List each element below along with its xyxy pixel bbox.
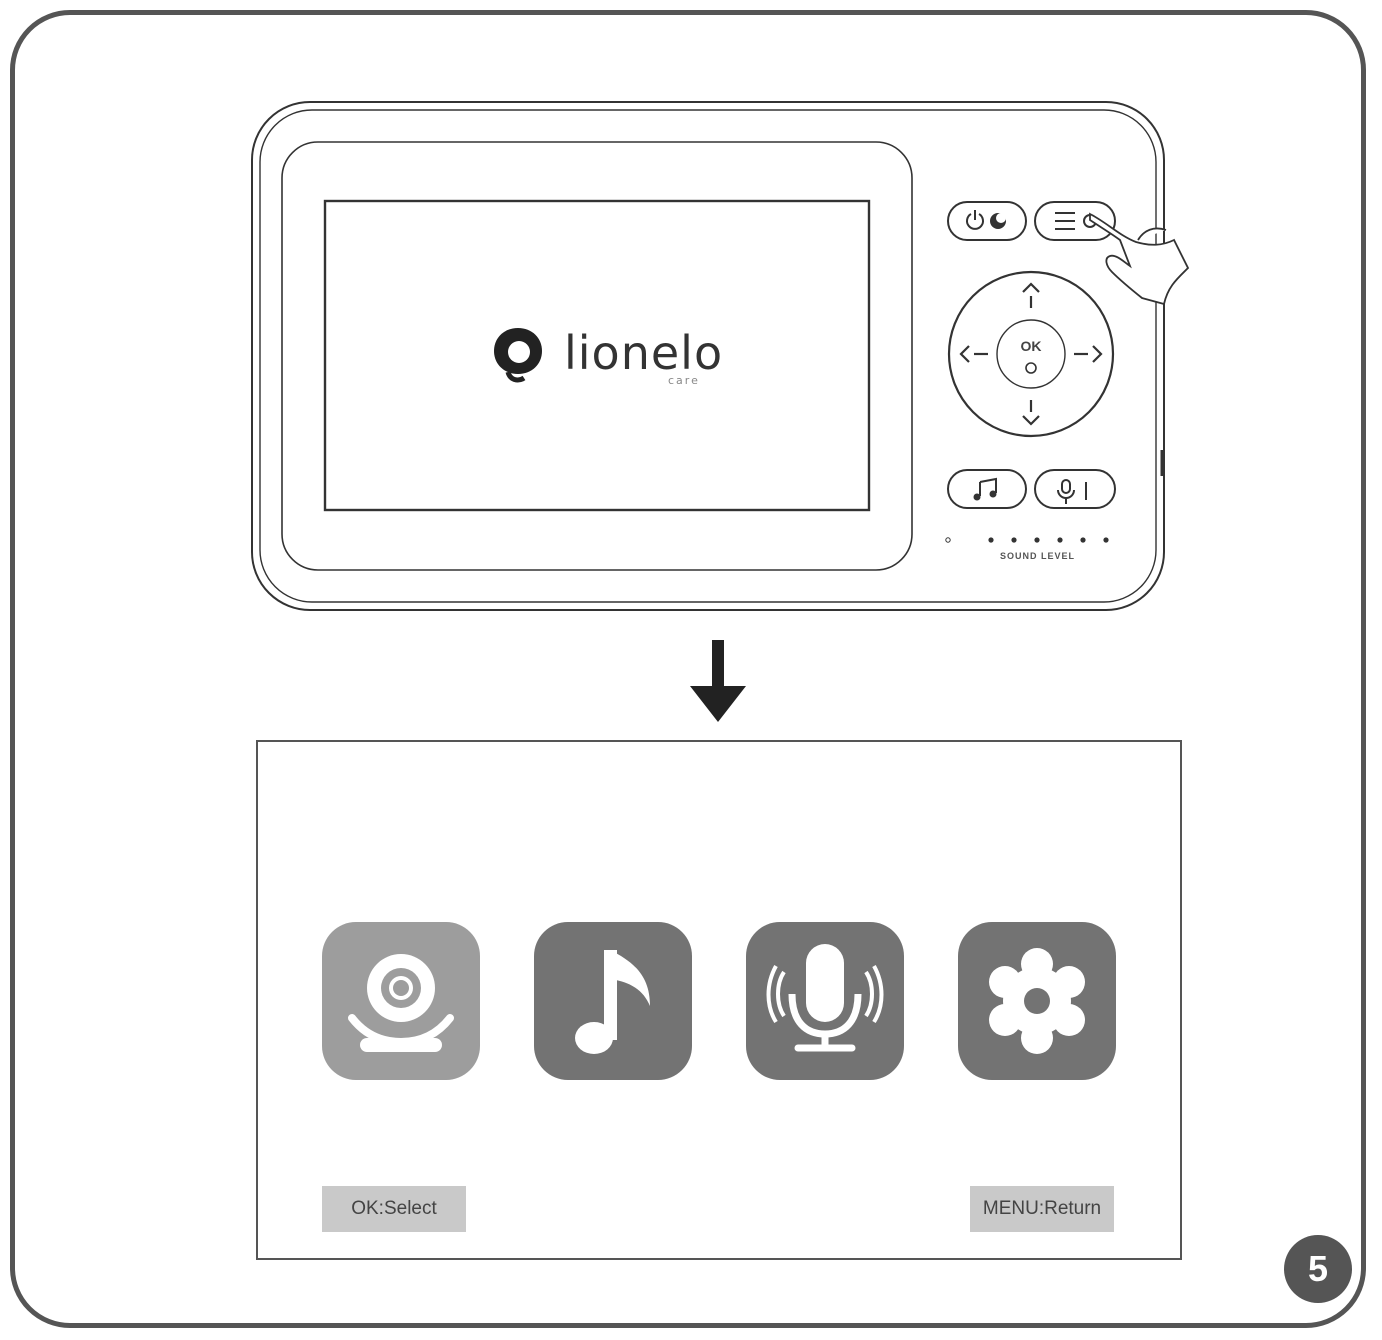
dpad-arrows xyxy=(959,282,1103,426)
lullaby-button xyxy=(947,469,1027,509)
lionelo-logo-icon xyxy=(494,328,542,383)
menu-item-camera[interactable] xyxy=(322,922,480,1080)
ok-select-hint: OK:Select xyxy=(322,1186,466,1232)
ok-button xyxy=(996,319,1066,389)
left-arrow-icon xyxy=(959,345,970,363)
ok-button-label: OK xyxy=(1020,338,1042,354)
logo-subtext: care xyxy=(668,374,700,387)
down-arrow-icon xyxy=(690,640,746,722)
page-number-badge: 5 xyxy=(1284,1235,1352,1303)
baby-monitor-device xyxy=(251,101,1190,611)
settings-gear-icon xyxy=(989,948,1085,1054)
list-icon xyxy=(1055,212,1075,230)
power-icon xyxy=(966,210,984,230)
screen-bezel xyxy=(281,141,913,571)
music-icon xyxy=(973,477,997,501)
illustration-frame xyxy=(10,10,1366,1328)
talk-button xyxy=(1034,469,1116,509)
logo-wordmark: lionelo xyxy=(564,326,724,380)
down-arrow-icon xyxy=(1022,415,1040,426)
menu-screen: OK:Select MENU:Return xyxy=(256,740,1182,1260)
music-note-icon xyxy=(575,950,650,1054)
camera-icon xyxy=(348,954,454,1052)
menu-return-hint: MENU:Return xyxy=(970,1186,1114,1232)
dpad-ring xyxy=(947,270,1115,438)
power-button xyxy=(947,201,1027,241)
sound-level-label: SOUND LEVEL xyxy=(1000,551,1076,561)
menu-item-lullaby[interactable] xyxy=(534,922,692,1080)
device-screen xyxy=(323,199,871,512)
mic-volume-icon xyxy=(1057,479,1087,504)
device-body-outline xyxy=(251,101,1165,611)
menu-item-settings[interactable] xyxy=(958,922,1116,1080)
microphone-icon xyxy=(766,944,884,1052)
hand-pointer-illustration xyxy=(1089,212,1190,306)
menu-button xyxy=(1034,201,1116,241)
sound-level-leds xyxy=(945,537,1109,543)
menu-item-talk[interactable] xyxy=(746,922,904,1080)
up-arrow-icon xyxy=(1022,282,1040,293)
brand-logo: lionelo care xyxy=(488,322,728,392)
right-arrow-icon xyxy=(1092,345,1103,363)
